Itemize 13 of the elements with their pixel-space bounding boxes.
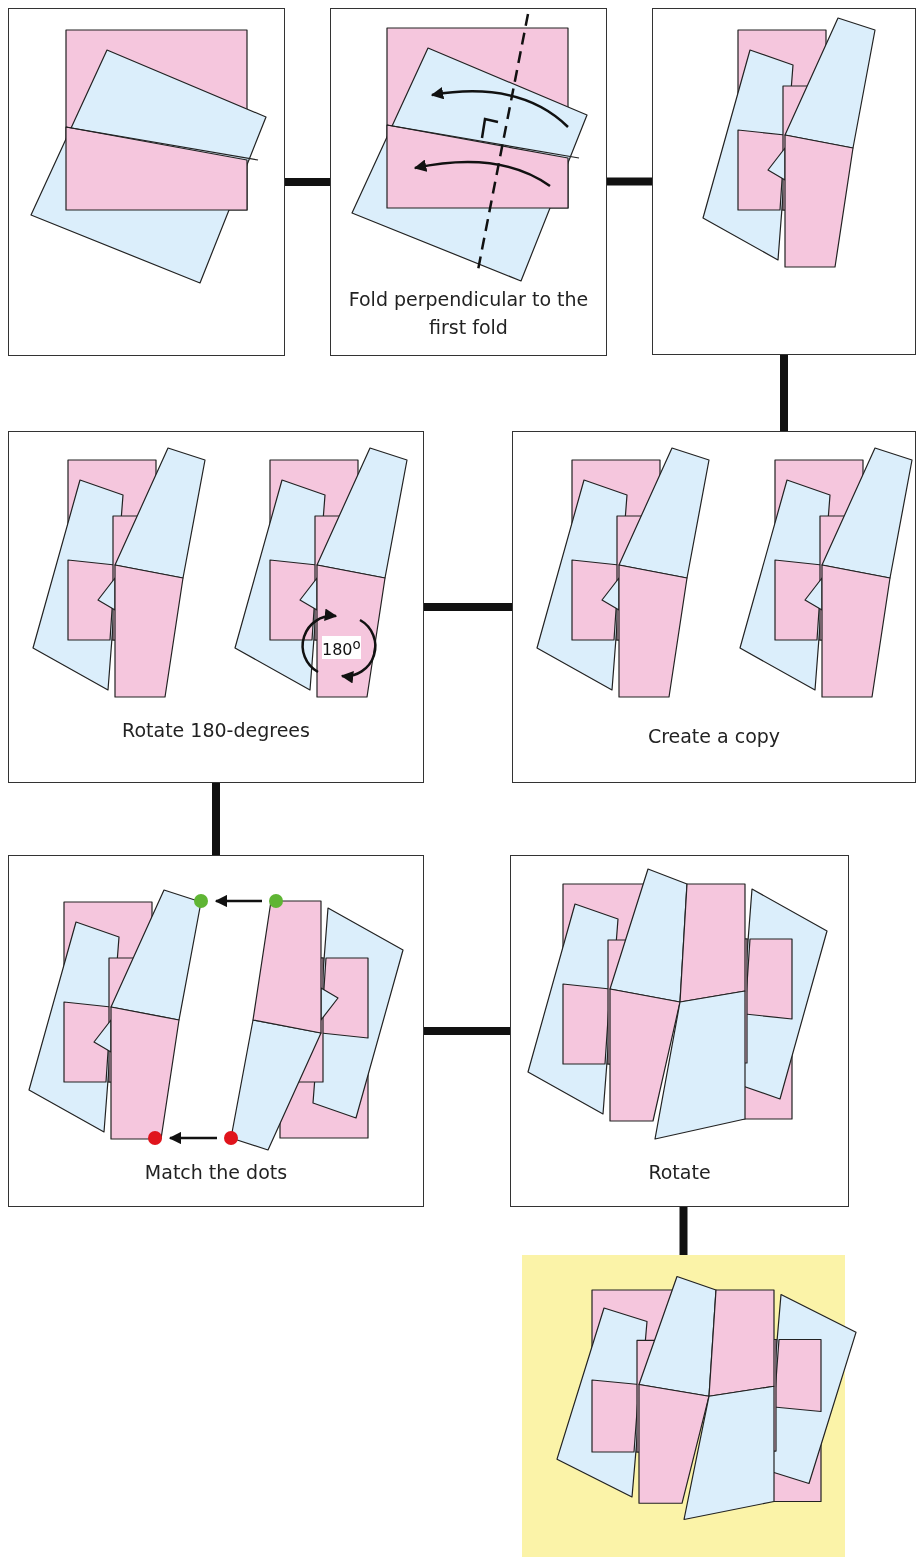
step-caption: Fold perpendicular to the first fold — [347, 287, 590, 340]
connector-line — [679, 1207, 688, 1255]
step-caption: Rotate 180-degrees — [121, 718, 311, 743]
connector-line — [424, 1027, 510, 1035]
angle-label: 180$^{o}$ — [322, 636, 361, 660]
connector-line — [780, 355, 788, 431]
step-caption: Create a copy — [646, 724, 782, 749]
connector-line — [212, 783, 220, 855]
connector-line — [607, 177, 652, 186]
step-caption: Match the dots — [143, 1160, 289, 1185]
connector-line — [285, 178, 330, 186]
step-caption: Rotate — [647, 1160, 712, 1185]
connector-line — [424, 603, 512, 611]
